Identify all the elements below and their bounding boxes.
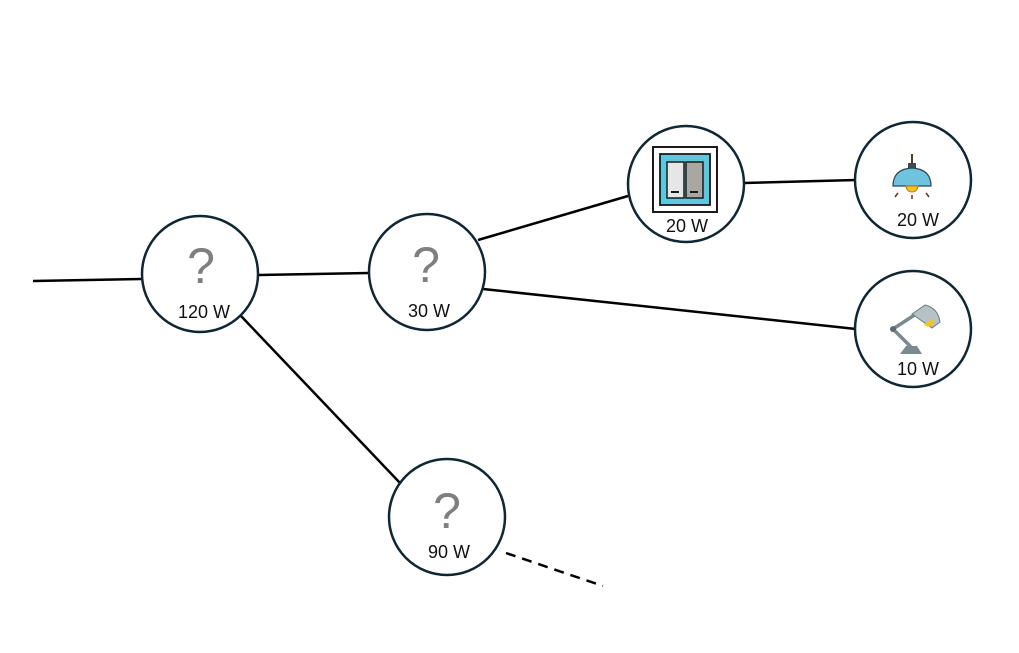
light-switch-icon: [652, 146, 718, 213]
wire-mid-to-switch: [477, 194, 629, 242]
wire-root-to-mid: [258, 271, 370, 277]
node-desk: 10 W: [853, 269, 973, 389]
node-mid-power: 30 W: [408, 301, 450, 321]
node-root-power: 120 W: [178, 302, 230, 322]
node-root: ? 120 W: [140, 214, 260, 334]
node-mid-circle: [367, 212, 487, 332]
pendant-lamp-icon: [892, 154, 932, 199]
node-switch-power: 20 W: [666, 216, 708, 236]
node-lower-circle: [387, 457, 507, 577]
node-switch: 20 W: [626, 124, 746, 244]
wires: [32, 178, 857, 588]
node-mid: ? 30 W: [367, 212, 487, 332]
node-lower: ? 90 W: [387, 457, 507, 577]
node-pendant: 20 W: [853, 120, 973, 240]
wire-mid-to-desk-lamp: [482, 287, 857, 331]
node-pendant-power: 20 W: [897, 210, 939, 230]
question-mark-icon: ?: [187, 238, 215, 294]
wire-switch-to-pendant: [743, 178, 857, 185]
node-root-circle: [140, 214, 260, 334]
question-mark-icon: ?: [412, 237, 440, 293]
node-desk-circle: [853, 269, 973, 389]
wire-lower-continuation: [505, 551, 604, 588]
node-desk-power: 10 W: [897, 359, 939, 379]
wire-root-to-lower: [240, 315, 402, 485]
question-mark-icon: ?: [433, 483, 461, 539]
desk-lamp-icon: [890, 304, 941, 354]
node-lower-power: 90 W: [428, 542, 470, 562]
wire-input-to-root: [32, 277, 143, 283]
